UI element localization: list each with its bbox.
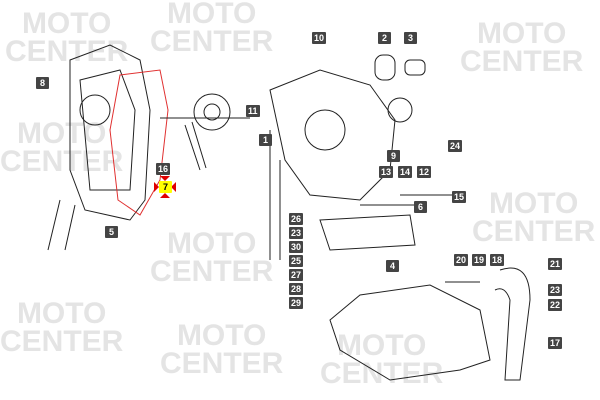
gasket (109, 69, 169, 216)
highlight-marker (154, 176, 176, 198)
exhaust (329, 267, 531, 381)
callout-17[interactable]: 17 (548, 337, 563, 349)
silencer-bracket (319, 214, 416, 251)
callout-20[interactable]: 20 (454, 254, 469, 266)
callout-24[interactable]: 24 (448, 140, 463, 152)
callout-14[interactable]: 14 (398, 166, 413, 178)
callout-18[interactable]: 18 (490, 254, 505, 266)
callout-29[interactable]: 29 (289, 297, 304, 309)
callout-2[interactable]: 2 (378, 32, 391, 44)
left-crankcase-half (47, 44, 151, 251)
callout-25[interactable]: 25 (289, 255, 304, 267)
callout-26[interactable]: 26 (289, 213, 304, 225)
callout-19[interactable]: 19 (472, 254, 487, 266)
callout-8[interactable]: 8 (36, 77, 49, 89)
callout-10[interactable]: 10 (312, 32, 327, 44)
callout-30[interactable]: 30 (289, 241, 304, 253)
callout-28[interactable]: 28 (289, 283, 304, 295)
callout-27[interactable]: 27 (289, 269, 304, 281)
callout-21[interactable]: 21 (548, 258, 563, 270)
callout-7-highlighted[interactable]: 7 (159, 181, 172, 193)
callout-3[interactable]: 3 (404, 32, 417, 44)
callout-12[interactable]: 12 (417, 166, 432, 178)
callout-6[interactable]: 6 (414, 201, 427, 213)
callout-16[interactable]: 16 (156, 163, 171, 175)
callout-23b[interactable]: 23 (548, 284, 563, 296)
callout-5[interactable]: 5 (105, 226, 118, 238)
callout-4[interactable]: 4 (386, 260, 399, 272)
callout-13[interactable]: 13 (379, 166, 394, 178)
callout-1[interactable]: 1 (259, 134, 272, 146)
callout-9[interactable]: 9 (387, 150, 400, 162)
crankshaft (160, 93, 250, 171)
bolts (360, 194, 480, 283)
callout-23[interactable]: 23 (289, 227, 304, 239)
callout-22[interactable]: 22 (548, 299, 563, 311)
right-crankcase-half (269, 54, 426, 260)
callout-11[interactable]: 11 (246, 105, 260, 117)
callout-15[interactable]: 15 (452, 191, 467, 203)
